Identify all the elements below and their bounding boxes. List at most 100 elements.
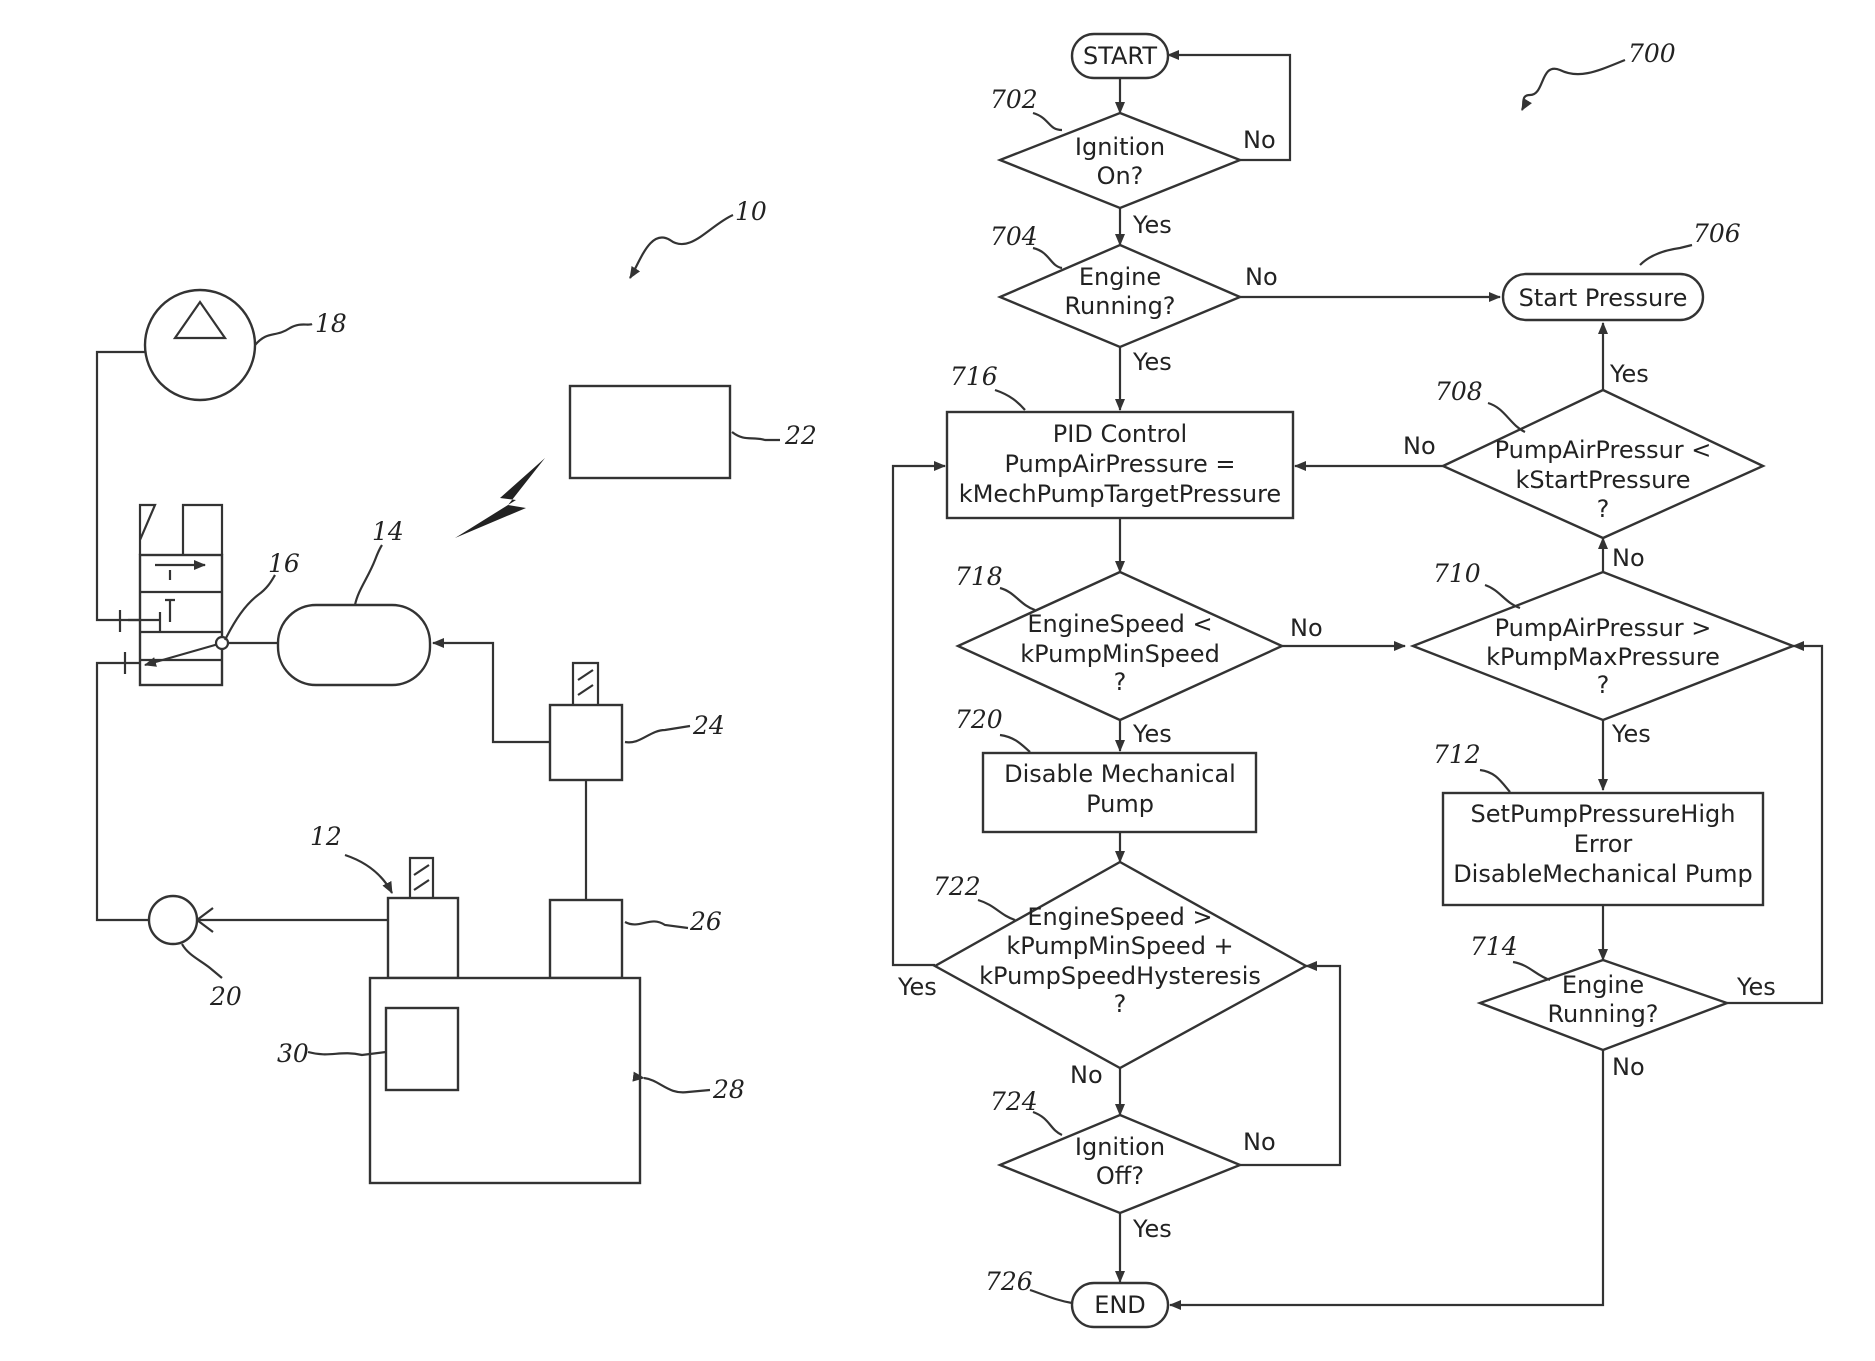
pipe-pump18-valve xyxy=(97,352,145,620)
ref-712: 712 xyxy=(1433,740,1481,769)
ref-716: 716 xyxy=(950,362,998,391)
end-label: END xyxy=(1094,1291,1146,1319)
ref-700-leader xyxy=(1522,60,1625,110)
ref-16: 16 xyxy=(268,549,300,578)
decision-708-line1: PumpAirPressur < xyxy=(1495,436,1712,464)
decision-722: EngineSpeed > kPumpMinSpeed + kPumpSpeed… xyxy=(897,862,1306,1089)
decision-724-line2: Off? xyxy=(1096,1162,1144,1190)
process-712-line1: SetPumpPressureHigh xyxy=(1471,800,1736,828)
ref-722: 722 xyxy=(933,872,981,901)
process-720-line2: Pump xyxy=(1086,790,1154,818)
decision-718-line2: kPumpMinSpeed xyxy=(1020,640,1220,668)
decision-704: Engine Running? 704 No Yes xyxy=(990,222,1278,376)
end-terminal: END 726 xyxy=(985,1267,1168,1327)
ref-710: 710 xyxy=(1433,559,1481,588)
decision-708-line3: ? xyxy=(1597,495,1610,523)
wireless-signal-icon xyxy=(455,458,545,538)
process-712-line3: DisableMechanical Pump xyxy=(1453,860,1753,888)
process-720: Disable Mechanical Pump 720 xyxy=(955,705,1256,832)
process-712: SetPumpPressureHigh Error DisableMechani… xyxy=(1433,740,1763,905)
process-720-line1: Disable Mechanical xyxy=(1004,760,1236,788)
ref-28: 28 xyxy=(712,1075,745,1104)
edge-704-no: No xyxy=(1245,263,1278,291)
pump-18: 18 xyxy=(145,290,347,400)
ref-720: 720 xyxy=(955,705,1003,734)
edge-714-yes: Yes xyxy=(1736,973,1776,1001)
decision-718-line3: ? xyxy=(1114,668,1127,696)
decision-702: Ignition On? 702 No Yes xyxy=(990,85,1276,239)
ref-22: 22 xyxy=(784,421,817,450)
decision-710-line2: kPumpMaxPressure xyxy=(1486,643,1720,671)
ref-700: 700 xyxy=(1628,39,1676,68)
ref-702: 702 xyxy=(990,85,1038,114)
edge-722-yes: Yes xyxy=(897,973,937,1001)
edge-708-yes: Yes xyxy=(1609,360,1649,388)
decision-714: Engine Running? 714 Yes No xyxy=(1470,932,1776,1081)
controller-22: 22 xyxy=(570,386,817,478)
ref-714: 714 xyxy=(1470,932,1518,961)
decision-710: PumpAirPressur > kPumpMaxPressure ? 710 … xyxy=(1413,544,1793,748)
edge-710-no: No xyxy=(1612,544,1645,572)
ref-30: 30 xyxy=(277,1039,309,1068)
decision-718: EngineSpeed < kPumpMinSpeed ? 718 No Yes xyxy=(955,562,1323,748)
edge-722-no: No xyxy=(1070,1061,1103,1089)
decision-702-line1: Ignition xyxy=(1075,133,1165,161)
component-26: 26 xyxy=(550,900,722,978)
ref-12: 12 xyxy=(310,822,342,851)
decision-724: Ignition Off? 724 No Yes xyxy=(990,1087,1276,1243)
decision-722-line4: ? xyxy=(1114,990,1127,1018)
system-schematic: 10 18 22 xyxy=(97,197,817,1183)
edge-710-yes: Yes xyxy=(1611,720,1651,748)
process-716-line2: PumpAirPressure = xyxy=(1004,450,1235,478)
decision-708-line2: kStartPressure xyxy=(1515,466,1690,494)
ref-10-leader xyxy=(630,215,733,278)
ref-718: 718 xyxy=(955,562,1003,591)
process-716-line1: PID Control xyxy=(1053,420,1187,448)
start-label: START xyxy=(1083,42,1157,70)
decision-704-line1: Engine xyxy=(1079,263,1161,291)
unit-28: 30 28 xyxy=(277,978,745,1183)
edge-714-no: No xyxy=(1612,1053,1645,1081)
process-712-line2: Error xyxy=(1574,830,1633,858)
start-terminal: START xyxy=(1072,34,1168,78)
ref-706: 706 xyxy=(1693,219,1741,248)
decision-708: PumpAirPressur < kStartPressure ? 708 No… xyxy=(1403,360,1763,538)
edge-708-no: No xyxy=(1403,432,1436,460)
decision-714-line2: Running? xyxy=(1547,1000,1658,1028)
decision-714-line1: Engine xyxy=(1562,971,1644,999)
decision-710-line1: PumpAirPressur > xyxy=(1495,614,1712,642)
decision-702-line2: On? xyxy=(1097,162,1144,190)
ref-14: 14 xyxy=(372,517,404,546)
ref-726: 726 xyxy=(985,1267,1033,1296)
decision-722-line2: kPumpMinSpeed + xyxy=(1006,932,1233,960)
decision-722-line1: EngineSpeed > xyxy=(1027,903,1212,931)
edge-704-yes: Yes xyxy=(1132,348,1172,376)
ref-18: 18 xyxy=(315,309,347,338)
solenoid-12: 12 xyxy=(310,822,458,978)
check-valve-20: 20 xyxy=(149,896,388,1011)
solenoid-24: 24 xyxy=(433,643,725,900)
decision-704-line2: Running? xyxy=(1064,292,1175,320)
edge-724-no: No xyxy=(1243,1128,1276,1156)
decision-724-line1: Ignition xyxy=(1075,1133,1165,1161)
ref-24: 24 xyxy=(692,711,725,740)
module-30 xyxy=(386,1008,458,1090)
edge-702-yes: Yes xyxy=(1132,211,1172,239)
accumulator-14: 14 xyxy=(228,517,430,685)
ref-26: 26 xyxy=(689,907,722,936)
start-pressure-terminal: Start Pressure 706 xyxy=(1503,219,1741,320)
start-pressure-label: Start Pressure xyxy=(1519,284,1688,312)
ref-10: 10 xyxy=(735,197,767,226)
edge-702-no: No xyxy=(1243,126,1276,154)
edge-724-yes: Yes xyxy=(1132,1215,1172,1243)
process-716-line3: kMechPumpTargetPressure xyxy=(959,480,1281,508)
decision-710-line3: ? xyxy=(1597,671,1610,699)
edge-718-yes: Yes xyxy=(1132,720,1172,748)
ref-724: 724 xyxy=(990,1087,1038,1116)
ref-20: 20 xyxy=(209,982,242,1011)
pipe-valve-check xyxy=(97,663,150,920)
ref-704: 704 xyxy=(990,222,1038,251)
edge-718-no: No xyxy=(1290,614,1323,642)
decision-718-line1: EngineSpeed < xyxy=(1027,610,1212,638)
